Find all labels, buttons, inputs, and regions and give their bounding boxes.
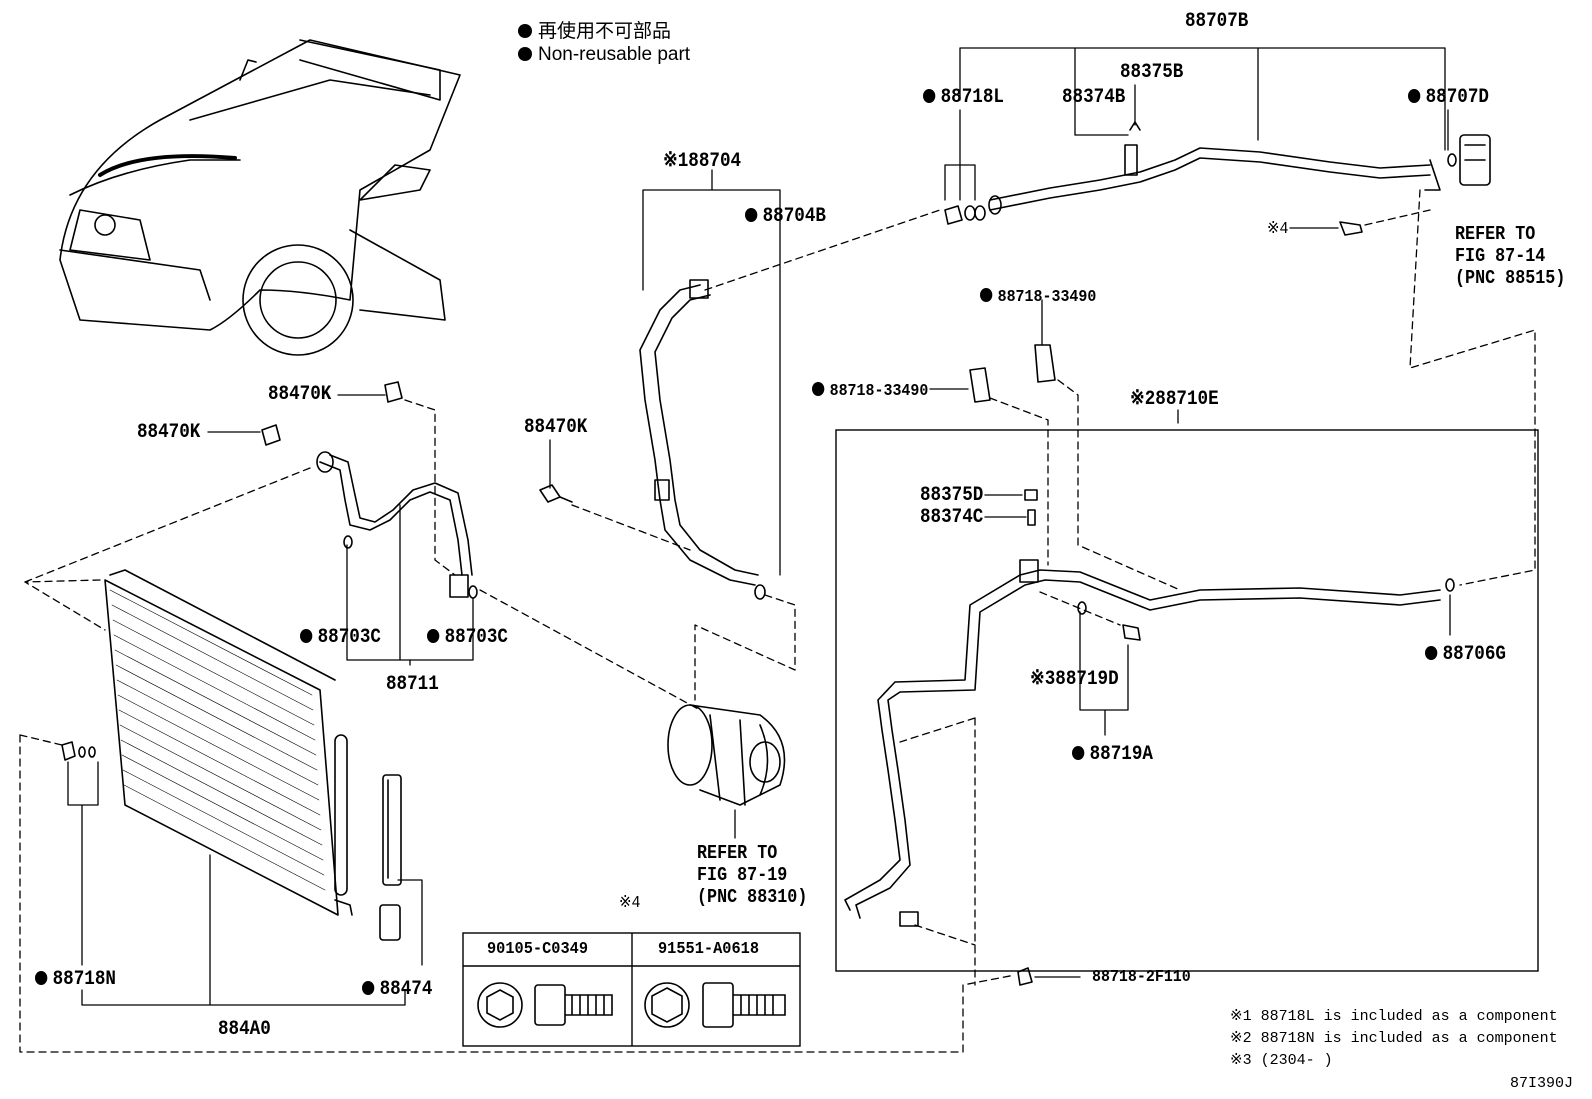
bullet-icon: [518, 24, 532, 38]
label-88706G: 88706G: [1425, 645, 1506, 665]
bullet-icon: [518, 47, 532, 61]
bullet-icon: [427, 629, 440, 643]
label-88718N: 88718N: [35, 970, 116, 990]
footnote-2: ※2 88718N is included as a component: [1230, 1030, 1558, 1047]
label-88375B: 88375B: [1120, 61, 1184, 84]
assembly-88710E-frame: [835, 429, 1539, 972]
label-88718-2F110: 88718-2F110: [1092, 968, 1191, 987]
label-star4-a: ※4: [1267, 220, 1289, 239]
bullet-icon: [1425, 646, 1438, 660]
bullet-icon: [980, 288, 993, 302]
dashed-leader-lines: [19, 189, 1536, 1053]
legend-jp: 再使用不可部品: [518, 22, 671, 41]
label-88707D: 88707D: [1408, 88, 1489, 108]
bolt-icons: [477, 982, 786, 1028]
reference-fig-87-14: REFER TO FIG 87-14 (PNC 88515): [1455, 223, 1566, 289]
label-88704: ※188704: [663, 150, 742, 173]
label-88470K-b: 88470K: [137, 421, 201, 444]
label-88375D: 88375D: [920, 484, 984, 507]
label-884A0: 884A0: [218, 1018, 271, 1041]
label-88470K-c: 88470K: [524, 416, 588, 439]
hose-88704-art: [539, 279, 766, 600]
label-88718-33490-a: 88718-33490: [980, 288, 1096, 306]
label-88718L: 88718L: [923, 88, 1004, 108]
condenser-884A0-art: [61, 569, 402, 941]
bullet-icon: [923, 89, 936, 103]
hose-88711-art: [261, 381, 478, 599]
bullet-icon: [745, 208, 758, 222]
label-88374B: 88374B: [1062, 86, 1126, 109]
callout-lines: [67, 47, 1451, 1006]
label-star4-b: ※4: [619, 894, 641, 913]
bullet-icon: [1408, 89, 1421, 103]
label-88474: 88474: [362, 980, 432, 1000]
label-88703C-a: 88703C: [300, 628, 381, 648]
pipe-88710E-art: [844, 344, 1455, 986]
footnote-1: ※1 88718L is included as a component: [1230, 1008, 1558, 1025]
compressor-art: [667, 704, 786, 806]
bullet-icon: [362, 981, 375, 995]
bolt-table-col1: 90105-C0349: [487, 940, 588, 959]
figure-id: 87I390J: [1510, 1075, 1574, 1092]
pipe-88707B-art: [944, 121, 1491, 236]
label-88703C-b: 88703C: [427, 628, 508, 648]
label-88711: 88711: [386, 673, 439, 696]
bullet-icon: [1072, 746, 1085, 760]
bolt-table: [462, 932, 801, 1047]
bolt-table-col2: 91551-A0618: [658, 940, 759, 959]
label-88719D: ※388719D: [1030, 668, 1119, 691]
footnote-3: ※3 (2304- ): [1230, 1052, 1333, 1069]
label-88707B: 88707B: [1185, 10, 1249, 33]
condenser-fins: [109, 589, 326, 891]
bullet-icon: [300, 629, 313, 643]
bullet-icon: [35, 971, 48, 985]
reference-fig-87-19: REFER TO FIG 87-19 (PNC 88310): [697, 842, 808, 908]
label-88710E: ※288710E: [1130, 388, 1219, 411]
legend-en: Non-reusable part: [518, 45, 690, 64]
label-88470K-a: 88470K: [268, 383, 332, 406]
label-88719A: 88719A: [1072, 745, 1153, 765]
label-88704B: 88704B: [745, 207, 826, 227]
label-88718-33490-b: 88718-33490: [812, 382, 928, 400]
vehicle-illustration: [59, 39, 461, 356]
label-88374C: 88374C: [920, 506, 984, 529]
bullet-icon: [812, 382, 825, 396]
